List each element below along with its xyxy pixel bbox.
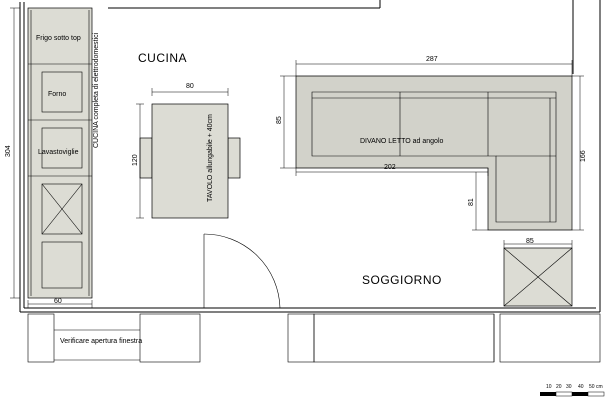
dining-table bbox=[136, 88, 241, 219]
living-room-label: SOGGIORNO bbox=[362, 273, 442, 287]
scale-tick-20: 20 bbox=[556, 384, 562, 390]
wall-piers bbox=[27, 313, 601, 363]
scale-tick-50: 50 cm bbox=[589, 384, 603, 390]
table-width-dim: 80 bbox=[186, 83, 194, 90]
sofa-side-length-dim: 166 bbox=[580, 150, 587, 162]
sofa-main-dim: 202 bbox=[384, 164, 396, 171]
scale-bar bbox=[540, 391, 605, 397]
kitchen-unit-label: CUCINA completa di elettrodomestici bbox=[93, 32, 100, 148]
corner-sofa bbox=[295, 75, 573, 231]
table-label: TAVOLO allungabile + 40cm bbox=[207, 114, 214, 202]
sofa-total-dim: 287 bbox=[426, 56, 438, 63]
sofa-depth-dim: 85 bbox=[276, 116, 283, 124]
walls bbox=[19, 0, 601, 313]
kitchen-unit bbox=[27, 7, 93, 299]
sofa-label: DIVANO LETTO ad angolo bbox=[360, 138, 443, 145]
kitchen-depth-dim: 60 bbox=[54, 298, 62, 305]
dishwasher-label: Lavastoviglie bbox=[38, 149, 79, 156]
side-table bbox=[503, 240, 573, 307]
sofa-dimensions bbox=[280, 60, 584, 231]
kitchen-length-dim: 304 bbox=[5, 145, 12, 157]
table-length-dim: 120 bbox=[132, 154, 139, 166]
scale-tick-30: 30 bbox=[566, 384, 572, 390]
window-note: Verificare apertura finestra bbox=[60, 338, 142, 345]
fridge-label: Frigo sotto top bbox=[36, 35, 81, 42]
kitchen-dimensions bbox=[10, 7, 93, 308]
door bbox=[203, 233, 281, 309]
sofa-side-depth-dim: 81 bbox=[468, 198, 475, 206]
kitchen-room-label: CUCINA bbox=[138, 51, 187, 65]
scale-tick-40: 40 bbox=[578, 384, 584, 390]
scale-tick-10: 10 bbox=[546, 384, 552, 390]
side-table-dim: 85 bbox=[526, 238, 534, 245]
oven-label: Forno bbox=[48, 91, 66, 98]
